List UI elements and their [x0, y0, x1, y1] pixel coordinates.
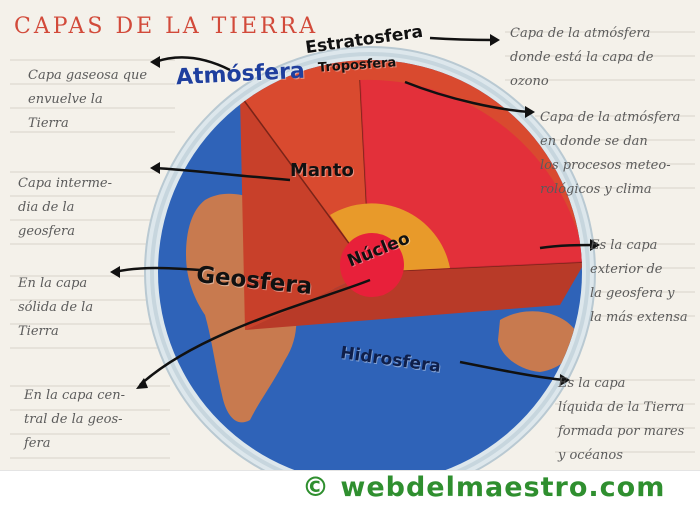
note-line: ozono: [510, 74, 549, 89]
note-line: Es la capa: [590, 238, 658, 253]
note-line: Es la capa: [558, 376, 626, 391]
note-line: En la capa: [18, 276, 88, 291]
note-line: la más extensa: [590, 310, 688, 325]
note-line: dia de la: [18, 200, 75, 215]
note-line: Tierra: [28, 116, 69, 131]
inner-core: [340, 233, 404, 297]
notebook-lines: [10, 31, 695, 459]
note-line: Tierra: [18, 324, 59, 339]
note-line: rológicos y clima: [540, 182, 652, 197]
continent-australia: [498, 311, 576, 372]
note-line: líquida de la Tierra: [558, 400, 685, 415]
note-manto: Capa interme- dia de la geosfera: [18, 172, 158, 244]
note-line: la geosfera y: [590, 286, 675, 301]
note-line: donde está la capa de: [510, 50, 654, 65]
note-line: geosfera: [18, 224, 75, 239]
label-manto: Manto: [290, 160, 354, 181]
page-title: CAPAS DE LA TIERRA: [14, 14, 319, 39]
mantle-cutaway-bottom: [245, 262, 582, 330]
note-hidrosfera: Es la capa líquida de la Tierra formada …: [558, 372, 695, 468]
note-line: Capa interme-: [18, 176, 112, 191]
note-line: envuelve la: [28, 92, 103, 107]
note-line: en donde se dan: [540, 134, 648, 149]
note-geosfera: En la capa sólida de la Tierra: [18, 272, 158, 344]
note-line: Capa de la atmósfera: [540, 110, 681, 125]
note-line: fera: [24, 436, 51, 451]
note-estratosfera: Capa de la atmósfera donde está la capa …: [510, 22, 695, 94]
note-line: sólida de la: [18, 300, 94, 315]
note-troposfera: Capa de la atmósfera en donde se dan los…: [540, 106, 695, 202]
note-line: exterior de: [590, 262, 663, 277]
note-nucleo: En la capa cen- tral de la geos- fera: [24, 384, 174, 456]
note-line: y océanos: [558, 448, 623, 463]
footer-bar: [0, 470, 700, 510]
note-line: tral de la geos-: [24, 412, 123, 427]
arrow-heads: [110, 34, 600, 389]
note-line: Capa gaseosa que: [28, 68, 148, 83]
note-line: En la capa cen-: [24, 388, 126, 403]
note-line: formada por mares: [558, 424, 685, 439]
site-watermark: © webdelmaestro.com: [302, 472, 666, 503]
mantle-cutaway-side: [240, 95, 370, 330]
note-corteza: Es la capa exterior de la geosfera y la …: [590, 234, 695, 330]
note-line: los procesos meteo-: [540, 158, 671, 173]
annotation-arrows: [114, 36, 596, 386]
note-line: Capa de la atmósfera: [510, 26, 651, 41]
note-atmosfera: Capa gaseosa que envuelve la Tierra: [28, 64, 178, 136]
